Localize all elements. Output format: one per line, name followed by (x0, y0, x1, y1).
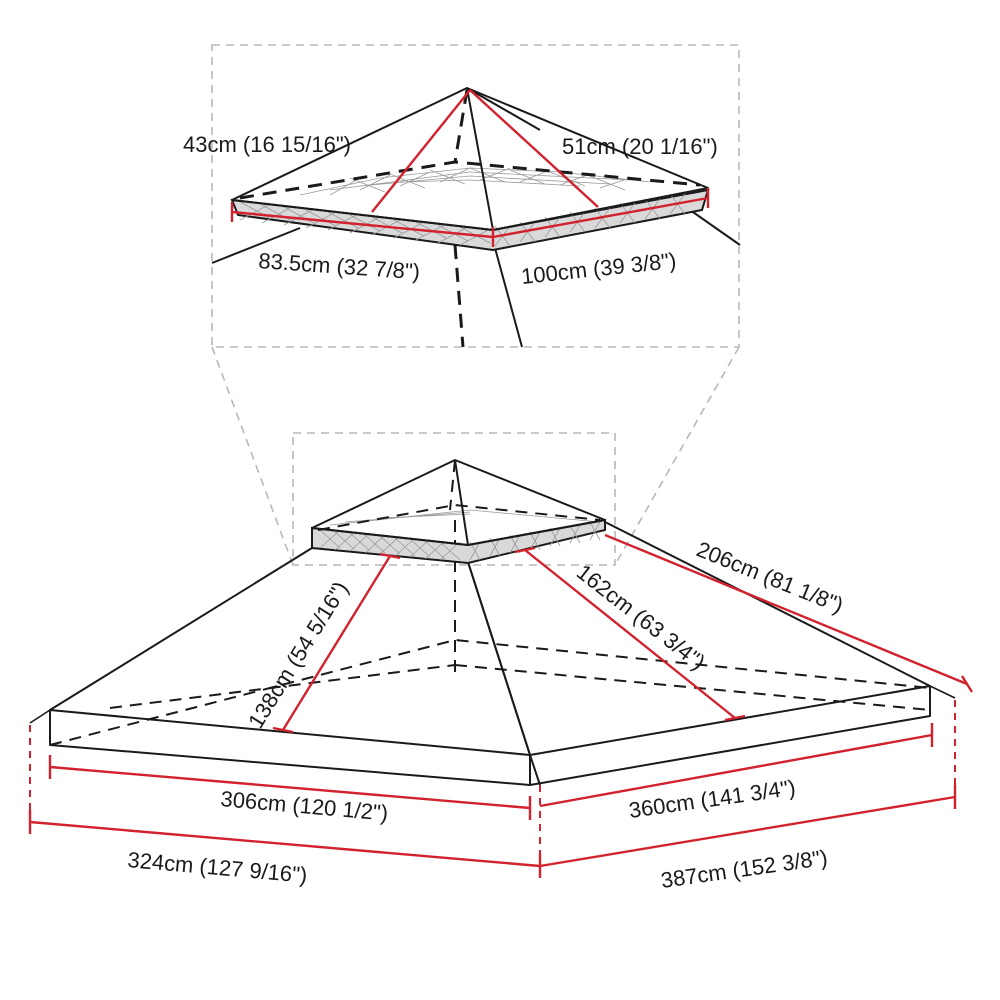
dim-roof-slant-left-tick-b (272, 726, 294, 734)
dim-frame-width-left (49, 765, 531, 810)
dim-roof-slant-right-tick-a (514, 546, 536, 554)
dim-roof-slant-left (281, 555, 392, 731)
dim-top-width-left (231, 210, 494, 239)
valance-top-right-back (929, 685, 956, 699)
dim-overall-width-right (539, 795, 956, 868)
detail-pole-left (211, 227, 301, 264)
detail-rear-ridge (466, 87, 541, 131)
top-cap-hidden-rim (317, 503, 601, 531)
zoom-connector-left (211, 346, 294, 566)
label-top-slant-right: 51cm (20 1/16") (562, 134, 718, 159)
label-top-width-left: 83.5cm (32 7/8") (258, 248, 421, 284)
detail-pole-back (453, 244, 465, 348)
zoom-source-box (292, 432, 616, 566)
dim-overall-width-left (29, 820, 541, 868)
detail-pole-right (689, 209, 741, 246)
dim-top-slant-left (371, 89, 471, 213)
zoom-connector-right (614, 346, 740, 566)
top-cap-net-band (311, 518, 606, 565)
label-frame-width-left: 306cm (120 1/2") (220, 786, 390, 826)
roof-right-ridge (529, 754, 541, 786)
hidden-back-base (109, 664, 456, 709)
top-cap-front-ridge (454, 459, 469, 546)
hidden-back-edges (49, 638, 931, 746)
valance-top-left-back (29, 709, 51, 724)
valance-front-right (529, 685, 931, 786)
label-top-slant-left: 43cm (16 15/16") (183, 132, 351, 157)
label-overall-width-left: 324cm (127 9/16") (127, 847, 309, 888)
label-roof-slant-left: 138cm (54 5/16") (243, 577, 353, 733)
dim-roof-slant-right-tick-b (724, 714, 746, 722)
dim-roof-edge-right (604, 533, 968, 686)
detail-front-ridge (466, 87, 494, 231)
detail-pole-front (494, 247, 523, 348)
dim-roof-slant-left-tick-a (379, 552, 401, 560)
top-cap-hidden-ridge (449, 459, 456, 511)
top-cap-roof (311, 459, 606, 546)
dim-top-slant-right (469, 89, 599, 208)
label-overall-width-right: 387cm (152 3/8") (659, 845, 829, 893)
zoom-detail-box (211, 44, 740, 348)
dim-frame-width-right (539, 733, 933, 808)
label-frame-width-right: 360cm (141 3/4") (627, 775, 797, 823)
dim-roof-edge-right-tick (960, 675, 974, 693)
label-top-width-right: 100cm (39 3/8") (520, 248, 678, 289)
label-roof-slant-right: 162cm (63 3/4") (572, 559, 710, 675)
dim-top-width-right (492, 196, 709, 239)
dim-roof-slant-right (524, 549, 736, 719)
dimension-lines (28, 89, 974, 878)
top-cap-net-mesh (319, 509, 601, 561)
detail-hidden-ridge (453, 89, 469, 163)
